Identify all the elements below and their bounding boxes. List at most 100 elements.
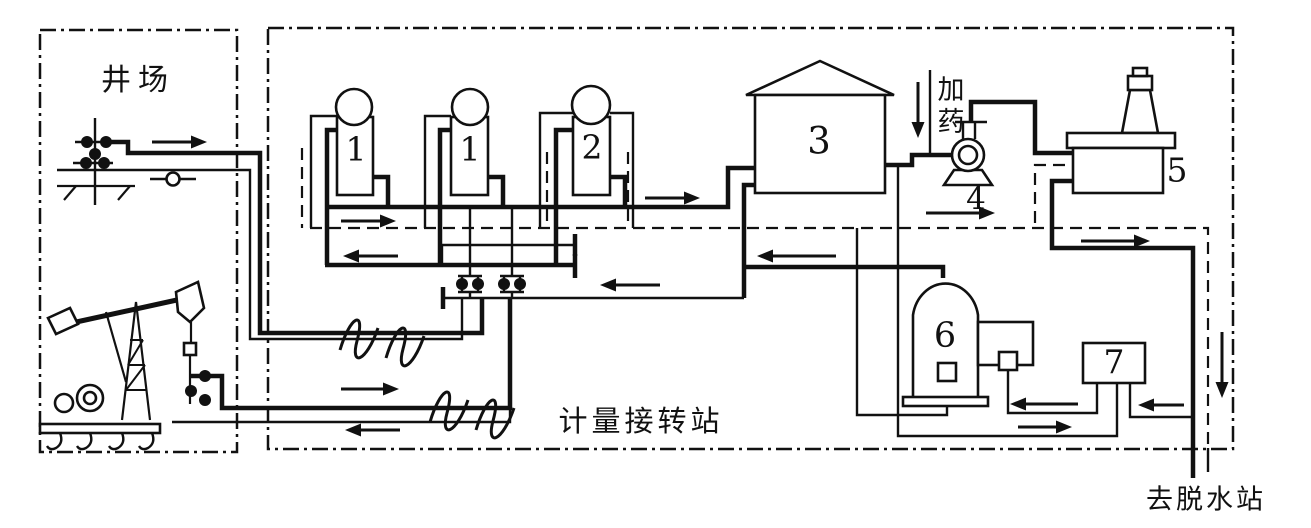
add-chemical-label: 加药 (937, 75, 965, 137)
vessel6-base (901, 395, 990, 408)
tank-outlet-to-pump (885, 152, 953, 168)
flow-arrow-chemical-head (911, 122, 925, 138)
buffer-vessel-number: 6 (933, 316, 957, 356)
tank-drain-to-unit7 (896, 165, 1119, 438)
unit7-to-export-line (1128, 383, 1193, 419)
tank-body (753, 93, 887, 195)
heater-skid-dash (1033, 163, 1065, 226)
wellhead-valve (98, 157, 110, 169)
unit7-number: 7 (1103, 342, 1125, 382)
gas-line-dashed (310, 226, 1210, 445)
separator-2-number: 2 (581, 127, 603, 167)
anchor-hook-3 (107, 432, 125, 451)
flow-arrow-into-unit7-head (1138, 398, 1154, 412)
pump-discharge (968, 99, 1073, 156)
separator-1b-outlet (488, 174, 506, 207)
flow-arrow-sep-out-head (380, 214, 396, 228)
chimney-cap (1126, 74, 1154, 92)
flow-arrow-inlet-header-head (343, 249, 359, 263)
pump-number: 4 (966, 181, 986, 217)
casing-return-line (57, 168, 464, 341)
flow-arrow-pumpwell-head (383, 382, 399, 396)
well-site-label: 井场 (101, 64, 175, 97)
heater-number: 5 (1166, 150, 1188, 190)
station-label: 计量接转站 (558, 406, 724, 438)
pipe-break-2 (384, 326, 426, 368)
derrick-legs (120, 301, 152, 421)
pumpwell-valve (185, 385, 197, 397)
vessel6-return-line (744, 264, 946, 278)
anchor-hook-2 (75, 432, 93, 451)
pipe-break-3 (428, 390, 470, 432)
motor-wheel-hub (82, 390, 98, 406)
station-boundary (266, 26, 1235, 451)
separator-1a-body (335, 115, 375, 197)
separator-1b-dome (450, 87, 490, 127)
pumpwell-valve (199, 370, 211, 382)
flow-arrow-dehydration-head (1215, 382, 1229, 398)
anchor-hook-1 (45, 432, 63, 451)
manifold-valve (472, 278, 484, 290)
flow-arrow-vessel6-return-head (757, 249, 773, 263)
chimney-top (1131, 66, 1149, 78)
flow-arrow-wellhead-head (191, 135, 207, 149)
wellhead-flowline (107, 139, 485, 336)
separator-2-outlet (610, 174, 628, 207)
storage-tank-number: 3 (807, 119, 831, 163)
vessel6-inner-box (936, 361, 958, 383)
heater-body (1071, 146, 1165, 195)
rod-clamp (182, 341, 198, 357)
separator-1b-number: 1 (459, 129, 481, 169)
wellhead-valve (81, 136, 93, 148)
separator-1a-dome (334, 87, 374, 127)
chimney-stack (1120, 88, 1160, 135)
separator-2-gas-line-right (610, 111, 635, 228)
flow-arrow-to-tank-head (684, 191, 700, 205)
separator-1a-outlet (373, 174, 391, 207)
pipe-break-1 (338, 318, 380, 360)
manifold-valve (498, 278, 510, 290)
oil-header (325, 165, 755, 210)
wellhead-valve (80, 157, 92, 169)
valve-to-unit7-line (1006, 370, 1099, 415)
heater-outlet-export (1049, 178, 1196, 478)
separator-2-gas-line-left (538, 111, 573, 228)
ground-slash-2 (117, 185, 131, 201)
flow-arrow-manifold-head (600, 278, 616, 292)
pipe-break-4 (474, 398, 516, 440)
flow-arrow-unit7-feed-head (1056, 420, 1072, 434)
flow-arrow-pump-out-head (979, 206, 995, 220)
pumpjack-platform (38, 422, 162, 435)
separator-2-body (571, 115, 612, 197)
pitman-arm (104, 311, 128, 383)
pumpwell-valve (199, 394, 211, 406)
separator-2-inlet (553, 127, 573, 265)
derrick-diag-2 (127, 339, 144, 366)
separator-1a-gas-line (309, 114, 337, 228)
x-valve-body (997, 350, 1019, 372)
vessel6-dome (911, 282, 980, 397)
pump-body-inner (957, 144, 979, 166)
separator-1a-number: 1 (345, 129, 367, 169)
walking-beam (57, 295, 187, 329)
flow-arrow-to-valve-head (1010, 397, 1026, 411)
ground-slash-1 (63, 185, 77, 201)
horsehead (174, 280, 206, 324)
unit7-body (1081, 341, 1147, 385)
separator-2-dome (570, 84, 612, 126)
counterweight (46, 306, 80, 336)
derrick-diag-1 (125, 364, 146, 391)
wellhead-valve (89, 148, 101, 160)
separator-1a-inlet (324, 127, 337, 265)
wellhead-valve (100, 136, 112, 148)
pumpwell-flowline (190, 298, 513, 411)
heater-flange (1065, 131, 1177, 150)
separator-1b-inlet (437, 127, 451, 265)
motor-wheel-small (53, 392, 75, 414)
separator-1b-body (449, 115, 490, 197)
tank-bottom-riser (741, 182, 755, 298)
manifold-valve (514, 278, 526, 290)
manifold-valve (456, 278, 468, 290)
